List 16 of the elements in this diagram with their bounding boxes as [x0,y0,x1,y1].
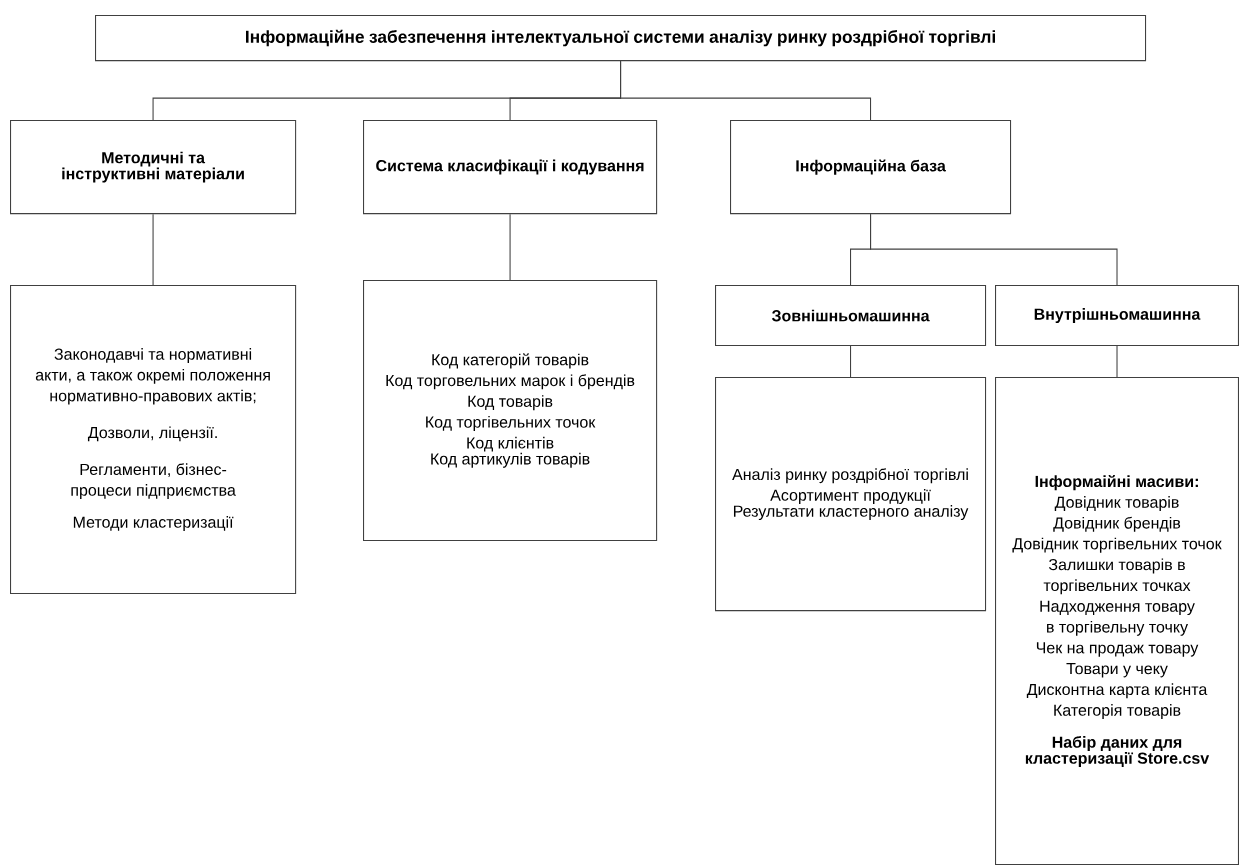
connector-line [1116,345,1118,378]
connector-line [850,345,852,378]
connector-line [870,213,1118,286]
content-box: Інформаійні масиви: Довідник товарів Довідник брендів Довідник торгівельних точок Залишки товарів в торгівельних точках Надходження товару в торгівельну точку Чек на продаж товару Товари у чеку Дисконтна карта клієнта Категорія товарів Набір даних для кластеризації Store.csv [995,377,1239,865]
category-box: Інформаційна база [730,120,1012,215]
connector-line [152,213,154,286]
category-box: Методичні та інструктивні матеріали [10,120,297,215]
title-box: Інформаційне забезпечення інтелектуальної системи аналізу ринку роздрібної торгівлі [95,15,1147,62]
category-box: Внутрішньомашинна [995,285,1239,347]
connector-line [509,213,511,281]
content-box: Код категорій товарів Код торговельних марок і брендів Код товарів Код торгівельних точок Код клієнтів Код артикулів товарів [363,280,658,542]
category-box: Система класифікації і кодування [363,120,658,215]
content-box: Аналіз ринку роздрібної торгівлі Асортимент продукції Результати кластерного аналізу [715,377,987,612]
category-box: Зовнішньомашинна [715,285,987,347]
connector-line [620,60,872,121]
content-box: Законодавчі та нормативні акти, а також окремі положення нормативно-правових актів; Дозволи, ліцензії. Регламенти, бізнес-процеси підприємства Методи кластеризації [10,285,297,595]
